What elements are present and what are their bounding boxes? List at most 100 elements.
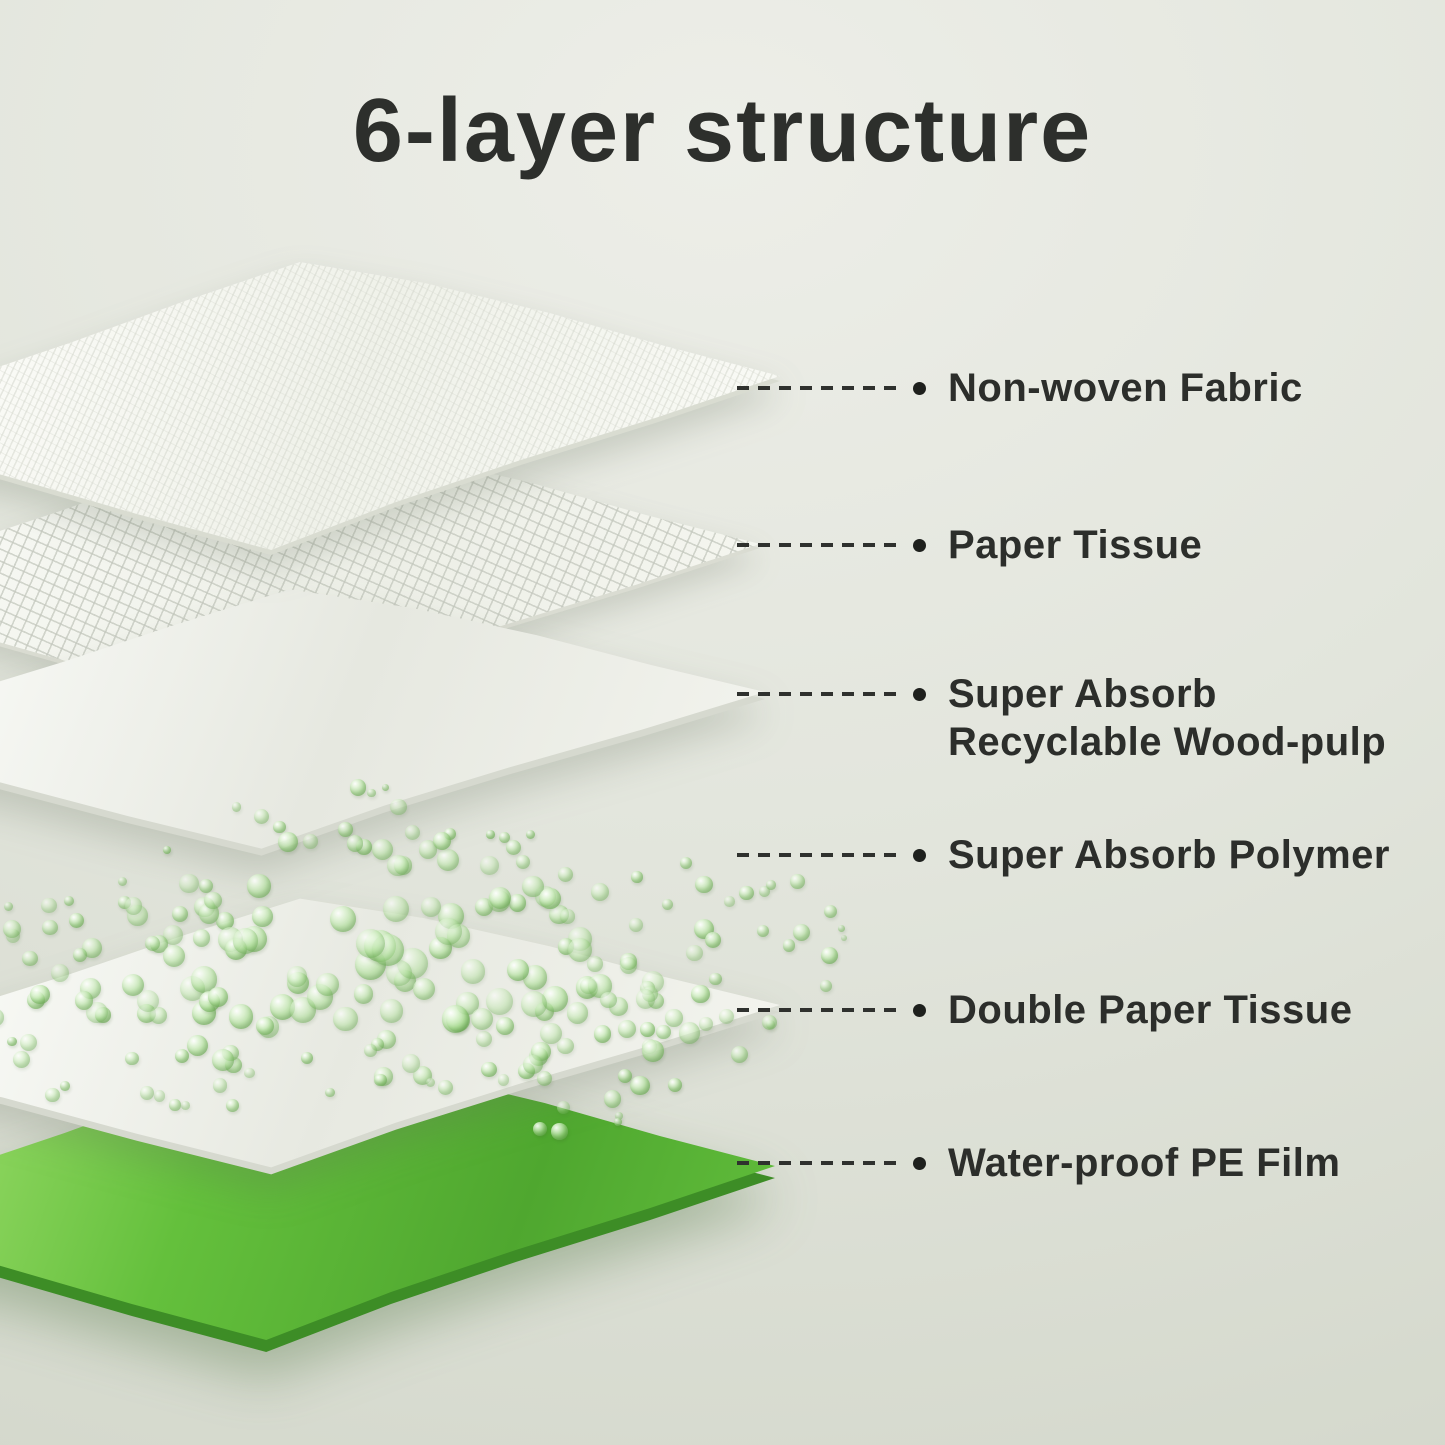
polymer-bead [820, 947, 838, 964]
label-row-paper-tissue: Paper Tissue [737, 521, 1202, 569]
polymer-bead [536, 1070, 553, 1086]
polymer-bead [121, 974, 145, 997]
label-row-double-tissue: Double Paper Tissue [737, 986, 1352, 1034]
connector-dot [913, 688, 926, 701]
polymer-bead [505, 840, 521, 856]
polymer-bead [617, 1020, 636, 1039]
polymer-bead [521, 990, 548, 1018]
layer-wood-pulp [0, 584, 765, 854]
polymer-bead [74, 991, 94, 1010]
polymer-bead [656, 1024, 671, 1040]
sheet-surface [0, 262, 780, 550]
polymer-bead [42, 919, 58, 935]
polymer-bead [486, 988, 514, 1015]
polymer-bead [252, 906, 274, 927]
polymer-bead [557, 866, 573, 882]
layer-label: Double Paper Tissue [948, 988, 1353, 1032]
polymer-bead [390, 798, 407, 816]
polymer-bead [718, 1008, 734, 1024]
polymer-bead [254, 808, 270, 824]
polymer-bead [229, 1004, 254, 1029]
polymer-bead [840, 934, 847, 941]
polymer-bead [179, 873, 199, 894]
polymer-bead [379, 999, 404, 1023]
layer-label-line: Super Absorb [948, 672, 1217, 716]
polymer-bead [7, 1036, 18, 1047]
polymer-bead [373, 1073, 387, 1087]
layer-nonwoven-fabric [0, 256, 780, 556]
polymer-bead [346, 835, 363, 852]
label-row-pe-film: Water-proof PE Film [737, 1139, 1340, 1187]
polymer-bead [629, 918, 644, 932]
polymer-bead [273, 820, 287, 834]
polymer-bead [709, 972, 722, 986]
polymer-bead [45, 1087, 60, 1103]
polymer-bead [680, 857, 693, 870]
polymer-bead [354, 984, 374, 1004]
layer-label: Super Absorb Polymer [948, 833, 1390, 877]
polymer-bead [171, 906, 188, 923]
polymer-bead [208, 986, 229, 1007]
polymer-bead [63, 895, 75, 907]
polymer-bead [30, 984, 50, 1004]
polymer-bead [489, 887, 512, 910]
polymer-bead [192, 929, 210, 947]
polymer-bead [730, 1045, 748, 1063]
polymer-bead [216, 911, 235, 930]
connector-dot [913, 539, 926, 552]
polymer-bead [566, 1002, 589, 1024]
polymer-bead [174, 1048, 189, 1063]
polymer-bead [162, 924, 184, 945]
polymer-bead [499, 832, 510, 844]
polymer-bead [614, 1112, 623, 1121]
polymer-bead [381, 784, 389, 792]
label-row-wood-pulp: Super Absorb Recyclable Wood-pulp [737, 670, 1386, 766]
polymer-bead [59, 1081, 70, 1092]
polymer-bead [117, 876, 128, 887]
connector-line [737, 853, 905, 857]
polymer-bead [631, 871, 643, 883]
polymer-bead [793, 923, 811, 941]
polymer-bead [470, 1007, 494, 1030]
polymer-bead [412, 978, 435, 1001]
polymer-bead [41, 897, 57, 913]
polymer-bead [51, 963, 70, 983]
polymer-bead [695, 875, 713, 893]
polymer-bead [739, 886, 754, 901]
polymer-bead [824, 905, 838, 919]
connector-dot [913, 382, 926, 395]
polymer-bead [551, 1123, 568, 1140]
layer-label: Super Absorb Recyclable Wood-pulp [948, 670, 1386, 766]
polymer-bead [789, 874, 805, 889]
polymer-bead [515, 855, 530, 870]
polymer-bead [665, 1009, 683, 1027]
polymer-bead [782, 938, 796, 952]
polymer-bead [593, 1025, 612, 1044]
polymer-bead [140, 1086, 154, 1101]
polymer-bead [162, 944, 186, 967]
polymer-bead [366, 788, 376, 798]
polymer-bead [705, 931, 721, 948]
polymer-bead [426, 1077, 436, 1088]
label-row-nonwoven-fabric: Non-woven Fabric [737, 364, 1303, 412]
polymer-bead [525, 829, 535, 839]
polymer-bead [587, 956, 604, 972]
connector-line [737, 543, 905, 547]
polymer-bead [212, 1078, 228, 1093]
polymer-bead [433, 831, 452, 850]
polymer-bead [442, 1005, 470, 1033]
polymer-bead [640, 1022, 655, 1038]
polymer-bead [387, 854, 409, 876]
polymer-bead [277, 832, 298, 852]
polymer-bead [246, 874, 271, 898]
polymer-bead [642, 1040, 664, 1062]
polymer-bead [614, 1118, 623, 1127]
polymer-bead [438, 1080, 454, 1096]
polymer-bead [212, 1049, 234, 1071]
polymer-bead [600, 992, 617, 1009]
polymer-bead [508, 894, 527, 912]
polymer-bead [532, 1121, 547, 1136]
connector-line [737, 1008, 905, 1012]
polymer-bead [460, 959, 486, 984]
connector-line [737, 692, 905, 696]
